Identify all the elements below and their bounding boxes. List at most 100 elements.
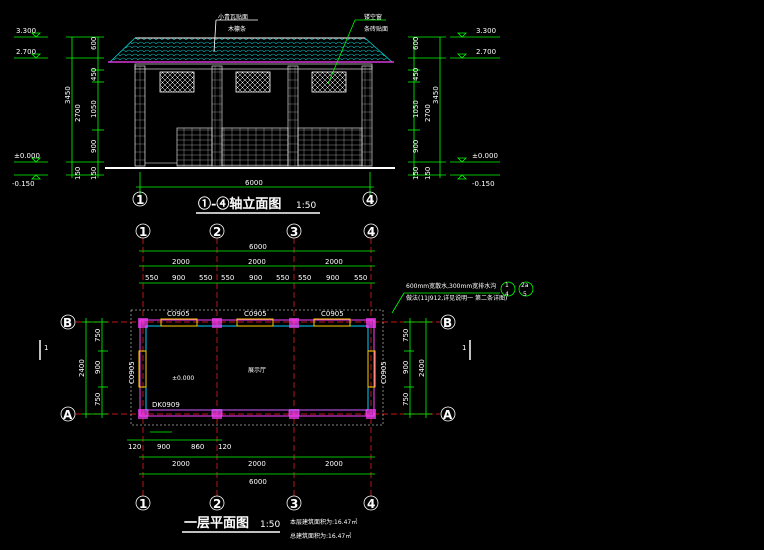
elevation-column-4 xyxy=(361,65,373,167)
svg-text:900: 900 xyxy=(249,274,262,282)
svg-text:2400: 2400 xyxy=(418,359,426,377)
elevation-column-3 xyxy=(287,65,299,167)
elevation-wall-3 xyxy=(297,127,363,167)
svg-text:550: 550 xyxy=(354,274,367,282)
elevation-axis-1: 1 xyxy=(136,193,144,207)
note-ref-3: 2a xyxy=(521,282,529,289)
svg-text:2000: 2000 xyxy=(325,258,343,266)
plan-axis-bottom-3: 3 xyxy=(290,497,298,511)
plan-window-left xyxy=(138,350,147,388)
plan-window-label-3: C0905 xyxy=(321,310,344,318)
svg-text:900: 900 xyxy=(94,361,102,374)
note-ref-1: 1 xyxy=(505,282,509,289)
elevation-levels-right: 3.300 2.700 ±0.000 -0.150 xyxy=(450,27,500,188)
svg-text:2000: 2000 xyxy=(172,460,190,468)
svg-text:550: 550 xyxy=(298,274,311,282)
elevation-window-2 xyxy=(235,71,271,93)
svg-text:900: 900 xyxy=(90,140,98,153)
svg-text:3.300: 3.300 xyxy=(476,27,496,35)
plan-drawing: 1 2 3 4 6000 2000 2000 2000 550 900 550 … xyxy=(39,223,534,540)
svg-text:±0.000: ±0.000 xyxy=(14,152,40,160)
svg-text:2400: 2400 xyxy=(78,359,86,377)
elevation-column-2 xyxy=(211,65,223,167)
plan-axis-B-right: B xyxy=(443,316,452,330)
svg-text:120: 120 xyxy=(218,443,231,451)
svg-text:600: 600 xyxy=(412,37,420,50)
svg-text:-0.150: -0.150 xyxy=(12,180,35,188)
plan-axis-top-3: 3 xyxy=(290,225,298,239)
svg-text:150: 150 xyxy=(74,167,82,180)
plan-axis-top-4: 4 xyxy=(367,225,375,239)
plan-window-right xyxy=(367,350,376,388)
svg-text:550: 550 xyxy=(276,274,289,282)
plan-window-left-label: C0905 xyxy=(128,361,136,384)
svg-text:550: 550 xyxy=(221,274,234,282)
svg-text:2000: 2000 xyxy=(172,258,190,266)
plan-axis-A-right: A xyxy=(443,408,453,422)
plan-note-line-2: 做法(11J912,详见说明一 第二条详图) xyxy=(406,294,507,302)
elevation-dims-left: 3450 600 450 1050 900 150 2700 150 xyxy=(64,36,104,180)
plan-window-top-2 xyxy=(236,318,274,327)
note-ref-4: 5 xyxy=(523,291,527,298)
svg-text:2.700: 2.700 xyxy=(476,48,496,56)
svg-text:3.300: 3.300 xyxy=(16,27,36,35)
elevation-drawing: 小青瓦贴面 木檩条 镂空窗 条砖贴面 3.300 2.700 ±0.000 -0… xyxy=(12,13,500,214)
plan-axis-B-left: B xyxy=(63,316,72,330)
svg-text:450: 450 xyxy=(90,68,98,81)
svg-text:900: 900 xyxy=(157,443,170,451)
svg-text:750: 750 xyxy=(402,393,410,406)
section-mark-left: 1 xyxy=(44,344,48,352)
plan-dims-left: 2400 750 900 750 xyxy=(78,318,108,418)
svg-text:450: 450 xyxy=(412,68,420,81)
plan-dims-right: 750 900 750 2400 xyxy=(402,318,432,418)
note-ref-2: 4 xyxy=(505,291,509,298)
svg-text:150: 150 xyxy=(90,167,98,180)
svg-text:6000: 6000 xyxy=(249,478,267,486)
svg-text:900: 900 xyxy=(326,274,339,282)
plan-window-label-1: C0905 xyxy=(167,310,190,318)
svg-text:750: 750 xyxy=(402,329,410,342)
elevation-axis-4: 4 xyxy=(366,193,374,207)
plan-room-name: 展示厅 xyxy=(248,367,266,374)
plan-axis-bottom-4: 4 xyxy=(367,497,375,511)
svg-text:1050: 1050 xyxy=(90,100,98,118)
svg-text:±0.000: ±0.000 xyxy=(472,152,498,160)
elevation-title: ①-④轴立面图 xyxy=(198,196,281,212)
plan-window-right-label: C0905 xyxy=(380,361,388,384)
plan-note-line-1: 600mm宽散水,300mm宽排水沟 xyxy=(406,282,496,290)
window-callout-2: 条砖贴面 xyxy=(364,25,388,33)
elevation-overall-width: 6000 xyxy=(245,179,263,187)
svg-text:150: 150 xyxy=(412,167,420,180)
plan-level-mark: ±0.000 xyxy=(172,375,194,382)
svg-text:1050: 1050 xyxy=(412,100,420,118)
svg-text:750: 750 xyxy=(94,393,102,406)
svg-text:860: 860 xyxy=(191,443,204,451)
plan-window-top-3 xyxy=(313,318,351,327)
plan-axis-A-left: A xyxy=(63,408,73,422)
svg-text:2700: 2700 xyxy=(74,104,82,122)
plan-area-line-2: 总建筑面积为:16.47㎡ xyxy=(290,532,351,540)
section-mark-right: 1 xyxy=(462,344,466,352)
svg-text:-0.150: -0.150 xyxy=(472,180,495,188)
roof-callout-1: 小青瓦贴面 xyxy=(218,13,248,21)
plan-axis-bottom-2: 2 xyxy=(213,497,221,511)
svg-text:600: 600 xyxy=(90,37,98,50)
plan-area-line-1: 本层建筑面积为:16.47㎡ xyxy=(290,518,357,526)
svg-text:150: 150 xyxy=(424,167,432,180)
elevation-levels-left: 3.300 2.700 ±0.000 -0.150 xyxy=(12,27,48,188)
svg-text:2000: 2000 xyxy=(325,460,343,468)
elevation-wall-1 xyxy=(176,127,213,167)
elevation-window-1 xyxy=(159,71,195,93)
plan-window-label-2: C0905 xyxy=(244,310,267,318)
elevation-scale: 1:50 xyxy=(296,201,316,211)
svg-text:2000: 2000 xyxy=(248,258,266,266)
svg-text:550: 550 xyxy=(145,274,158,282)
elevation-dims-right: 600 450 1050 900 150 3450 2700 150 xyxy=(408,36,446,180)
svg-text:3450: 3450 xyxy=(432,86,440,104)
plan-dims-top: 6000 2000 2000 2000 550 900 550 550 900 … xyxy=(139,243,375,284)
elevation-wall-2 xyxy=(221,127,289,167)
svg-text:750: 750 xyxy=(94,329,102,342)
plan-dims-bottom: 120 900 860 120 2000 2000 2000 6000 xyxy=(127,439,375,486)
plan-scale: 1:50 xyxy=(260,520,280,530)
